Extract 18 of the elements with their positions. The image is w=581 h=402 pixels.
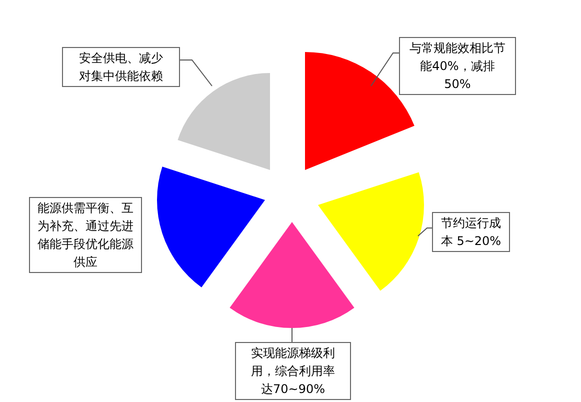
callout-text: 与常规能效相比节能40%，减排50% [409,40,506,93]
callout-text: 节约运行成本 5~20% [440,215,502,250]
pie-slice [178,73,270,170]
callout-text: 安全供电、减少对集中供能依赖 [78,50,164,85]
callout-box [29,197,142,273]
callout-text: 能源供需平衡、互为补充、通过先进储能手段优化能源供应 [36,200,134,271]
pie-slice [318,172,424,291]
leader-line [180,60,212,86]
callout-box [62,47,180,87]
callout-box [432,212,510,252]
callout-box [399,37,516,95]
pie-slice [230,222,354,328]
pie-slice [305,52,414,170]
callout-text: 实现能源梯级利用，综合利用率达70~90% [250,345,336,398]
callout-box [235,342,351,400]
pie-slice [157,166,265,288]
leader-line [370,52,400,86]
leader-line [418,228,432,236]
